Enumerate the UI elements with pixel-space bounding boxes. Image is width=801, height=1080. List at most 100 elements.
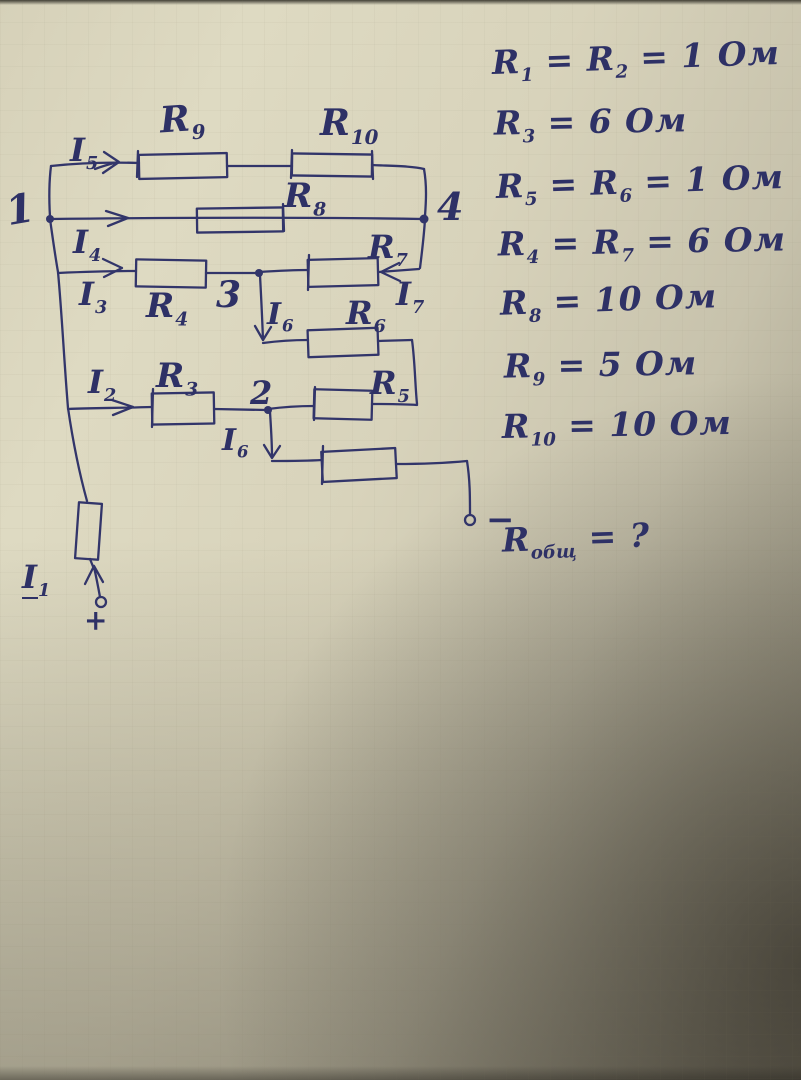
equation-text: R bbox=[499, 282, 530, 323]
equation-r-total: Rобщ = ? bbox=[501, 515, 651, 564]
resistor-r9-label: R9 bbox=[158, 97, 207, 145]
equation-r4-r7: R4 = R7 = 6 Ом bbox=[498, 219, 787, 268]
wire-r5-to-riser bbox=[370, 402, 419, 407]
wire-node3-to-r7 bbox=[257, 268, 310, 274]
current-i7-label: I7 bbox=[396, 275, 425, 318]
equation-text: R bbox=[497, 224, 527, 264]
equation-text: R bbox=[589, 162, 620, 203]
equation-text: = bbox=[532, 39, 588, 81]
resistor-r3-tick bbox=[150, 387, 155, 429]
terminal-plus-label: + bbox=[84, 604, 109, 637]
wire-top-left bbox=[49, 161, 141, 168]
equation-subscript: 10 bbox=[530, 429, 557, 451]
equation-r8: R8 = 10 Ом bbox=[499, 276, 718, 328]
resistor-r5-label: R5 bbox=[370, 364, 410, 407]
equation-text: R bbox=[503, 346, 533, 386]
resistor-r7-tick bbox=[306, 253, 311, 292]
resistor-r3-label: R3 bbox=[156, 356, 199, 401]
bottom-resistor-box bbox=[320, 446, 398, 484]
current-i3-label: I3 bbox=[79, 275, 108, 318]
equation-subscript: 3 bbox=[522, 126, 536, 148]
equation-text: R bbox=[592, 222, 622, 262]
resistor-r10-label: R10 bbox=[320, 102, 379, 149]
resistor-r4-box bbox=[134, 258, 208, 289]
terminal-minus-circle bbox=[463, 513, 477, 527]
equation-text: = 6 Ом bbox=[534, 100, 688, 142]
equation-subscript: общ bbox=[530, 541, 577, 564]
equation-text: R bbox=[495, 166, 526, 207]
resistor-r8-label: R8 bbox=[284, 176, 327, 221]
wire-node2-down bbox=[268, 410, 274, 459]
equation-subscript: 6 bbox=[619, 185, 633, 207]
equation-text: = 10 Ом bbox=[540, 276, 718, 322]
wire-right-riser-row3 bbox=[418, 217, 427, 270]
resistor-r9-box bbox=[137, 151, 229, 181]
equation-text: R bbox=[501, 406, 531, 447]
wire-bottom-right bbox=[394, 459, 469, 466]
resistor-values-list: R1 = R2 = 1 Ом R3 = 6 Ом R5 = R6 = 1 Ом … bbox=[488, 30, 800, 630]
resistor-r10-box bbox=[290, 152, 374, 178]
equation-text: R bbox=[491, 42, 522, 83]
resistor-r8-box bbox=[195, 206, 285, 234]
wire-r8-branch bbox=[48, 216, 425, 221]
equation-text: R bbox=[501, 519, 532, 560]
resistor-r5-box bbox=[312, 388, 374, 421]
equation-text: = 6 Ом bbox=[633, 219, 787, 262]
equation-r3: R3 = 6 Ом bbox=[494, 100, 688, 148]
equation-r1-r2: R1 = R2 = 1 Ом bbox=[491, 33, 780, 87]
resistor-r7-label: R7 bbox=[368, 228, 408, 271]
arrow-i2 bbox=[110, 398, 135, 417]
equation-text: = 5 Ом bbox=[544, 343, 698, 385]
equation-subscript: 4 bbox=[526, 246, 540, 269]
equation-subscript: 9 bbox=[532, 369, 546, 391]
wire-r10-to-corner bbox=[370, 163, 426, 171]
equation-text: = 10 Ом bbox=[555, 402, 733, 446]
current-i4-label: I4 bbox=[73, 223, 102, 266]
equation-text: = bbox=[538, 222, 594, 263]
current-i6-node3-label: I6 bbox=[267, 297, 294, 336]
battery-resistor-box bbox=[73, 501, 104, 561]
wire-left-trunk bbox=[48, 217, 89, 503]
equation-subscript: 8 bbox=[528, 305, 542, 327]
node-4-label: 4 bbox=[437, 184, 465, 229]
terminal-plus-circle bbox=[94, 595, 108, 609]
resistor-r4-label: R4 bbox=[146, 286, 189, 331]
wire-r3-to-node2 bbox=[212, 407, 268, 412]
equation-text: = ? bbox=[575, 515, 651, 557]
equation-r10: R10 = 10 Ом bbox=[502, 403, 733, 451]
arrow-i5 bbox=[93, 150, 121, 175]
arrow-i1 bbox=[83, 564, 105, 599]
wire-r3-left bbox=[66, 405, 154, 411]
node-4-dot bbox=[419, 214, 429, 224]
node-2-dot bbox=[264, 406, 272, 414]
equation-text: = 1 Ом bbox=[631, 156, 785, 202]
equation-subscript: 5 bbox=[524, 188, 538, 211]
node-1-dot bbox=[46, 215, 54, 223]
equation-text: = 1 Ом bbox=[627, 32, 781, 78]
wire-node1-to-top bbox=[48, 164, 53, 219]
wire-to-bottom-resistor bbox=[270, 458, 324, 463]
equation-text: R bbox=[493, 103, 523, 143]
current-i1-label: I1 bbox=[22, 558, 51, 601]
circuit-svg bbox=[46, 148, 477, 609]
equation-subscript: 2 bbox=[615, 61, 629, 83]
bottom-resistor-tick bbox=[320, 444, 325, 486]
wire-minus-riser bbox=[465, 459, 472, 516]
wire-node2-to-r5 bbox=[266, 404, 316, 411]
node-3-dot bbox=[255, 269, 263, 277]
current-i6-node2-label: I6 bbox=[222, 423, 249, 462]
wire-node3-down bbox=[258, 273, 265, 342]
resistor-r6-label: R6 bbox=[346, 294, 386, 337]
node-2-label: 2 bbox=[250, 374, 274, 412]
current-i5-label: I5 bbox=[70, 131, 99, 174]
equation-r9: R9 = 5 Ом bbox=[504, 343, 698, 391]
arrow-i7 bbox=[379, 261, 402, 283]
wire-to-r6 bbox=[261, 338, 310, 345]
equation-text: R bbox=[585, 38, 616, 79]
node-3-label: 3 bbox=[216, 274, 243, 316]
wire-right-top-riser bbox=[422, 167, 428, 218]
wire-r6-r5-riser bbox=[410, 338, 419, 406]
equation-subscript: 7 bbox=[621, 245, 635, 267]
